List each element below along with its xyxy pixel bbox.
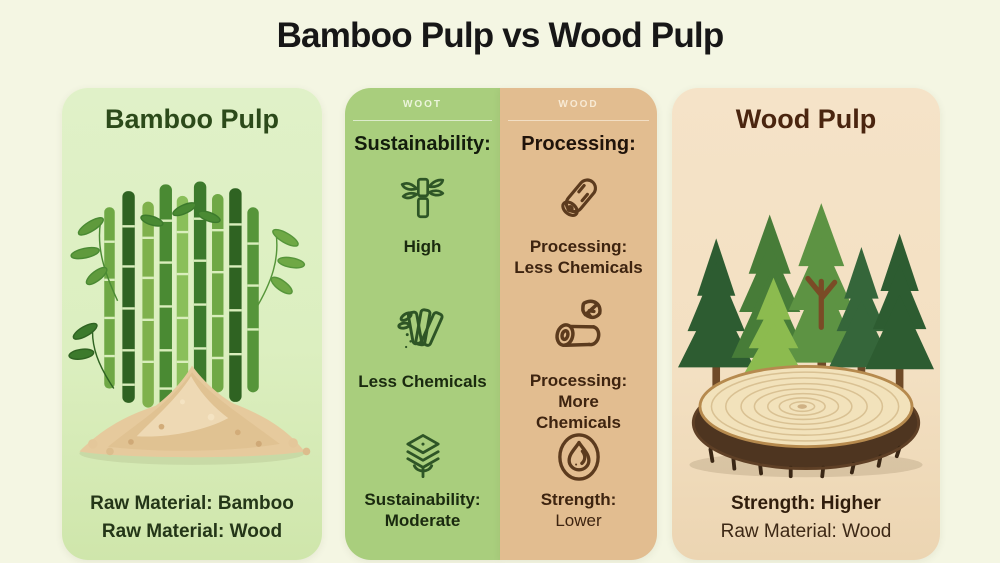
bamboo-stalks-and-pulp-pile-graphic bbox=[68, 181, 311, 465]
wood-footer-line-1: Strength: Higher bbox=[731, 493, 881, 514]
bamboo-pulp-pile bbox=[79, 365, 311, 465]
wood-comparison-column: WOOD Processing: Processing: Less Chemic… bbox=[500, 88, 657, 560]
wood-column-heading: Processing: bbox=[521, 133, 636, 155]
wood-column-watermark: WOOD bbox=[558, 99, 599, 110]
page-title: Bamboo Pulp vs Wood Pulp bbox=[276, 16, 725, 55]
bamboo-item-label: Sustainability: Moderate bbox=[364, 490, 481, 530]
bamboo-item-label: High bbox=[403, 237, 442, 256]
bamboo-footer-line-1: Raw Material: Bamboo bbox=[90, 493, 294, 514]
bamboo-stalk-icon bbox=[345, 174, 500, 224]
bamboo-item-label: Less Chemicals bbox=[358, 372, 487, 391]
wood-column-divider bbox=[508, 120, 649, 121]
bamboo-panel-title: Bamboo Pulp bbox=[105, 104, 279, 134]
wood-panel-title: Wood Pulp bbox=[735, 104, 877, 134]
pine-forest-and-wood-slice-graphic bbox=[678, 203, 934, 479]
bamboo-leaves bbox=[68, 202, 306, 389]
wood-item-label: Strength: Lower bbox=[540, 490, 617, 530]
bamboo-sticks-icon bbox=[345, 302, 500, 356]
bamboo-panel-footer: Raw Material: Bamboo Raw Material: Wood bbox=[62, 490, 322, 546]
wood-footer-line-2: Raw Material: Wood bbox=[720, 521, 892, 542]
wood-slice bbox=[689, 364, 923, 479]
log-and-leaf-icon bbox=[500, 294, 657, 356]
bamboo-footer-line-2: Raw Material: Wood bbox=[101, 521, 283, 542]
wood-panel: Wood Pulp bbox=[672, 88, 940, 560]
bamboo-column-divider bbox=[353, 120, 492, 121]
wood-item-label: Processing: More Chemicals bbox=[529, 371, 628, 432]
bamboo-column-heading: Sustainability: bbox=[354, 133, 491, 155]
bamboo-stalks bbox=[104, 181, 259, 412]
layered-leaves-icon bbox=[345, 430, 500, 482]
pine-trees bbox=[678, 203, 934, 395]
bamboo-panel: Bamboo Pulp bbox=[62, 88, 322, 560]
wood-illustration bbox=[678, 140, 934, 482]
bamboo-comparison-column: WOOT Sustainability: High Less Chemicals bbox=[345, 88, 500, 560]
wood-item-label: Processing: Less Chemicals bbox=[514, 237, 643, 277]
bamboo-column-watermark: WOOT bbox=[402, 99, 443, 110]
log-icon bbox=[500, 170, 657, 226]
flame-circle-icon bbox=[500, 428, 657, 486]
bamboo-illustration bbox=[68, 140, 316, 482]
wood-panel-footer: Strength: Higher Raw Material: Wood bbox=[672, 490, 940, 546]
